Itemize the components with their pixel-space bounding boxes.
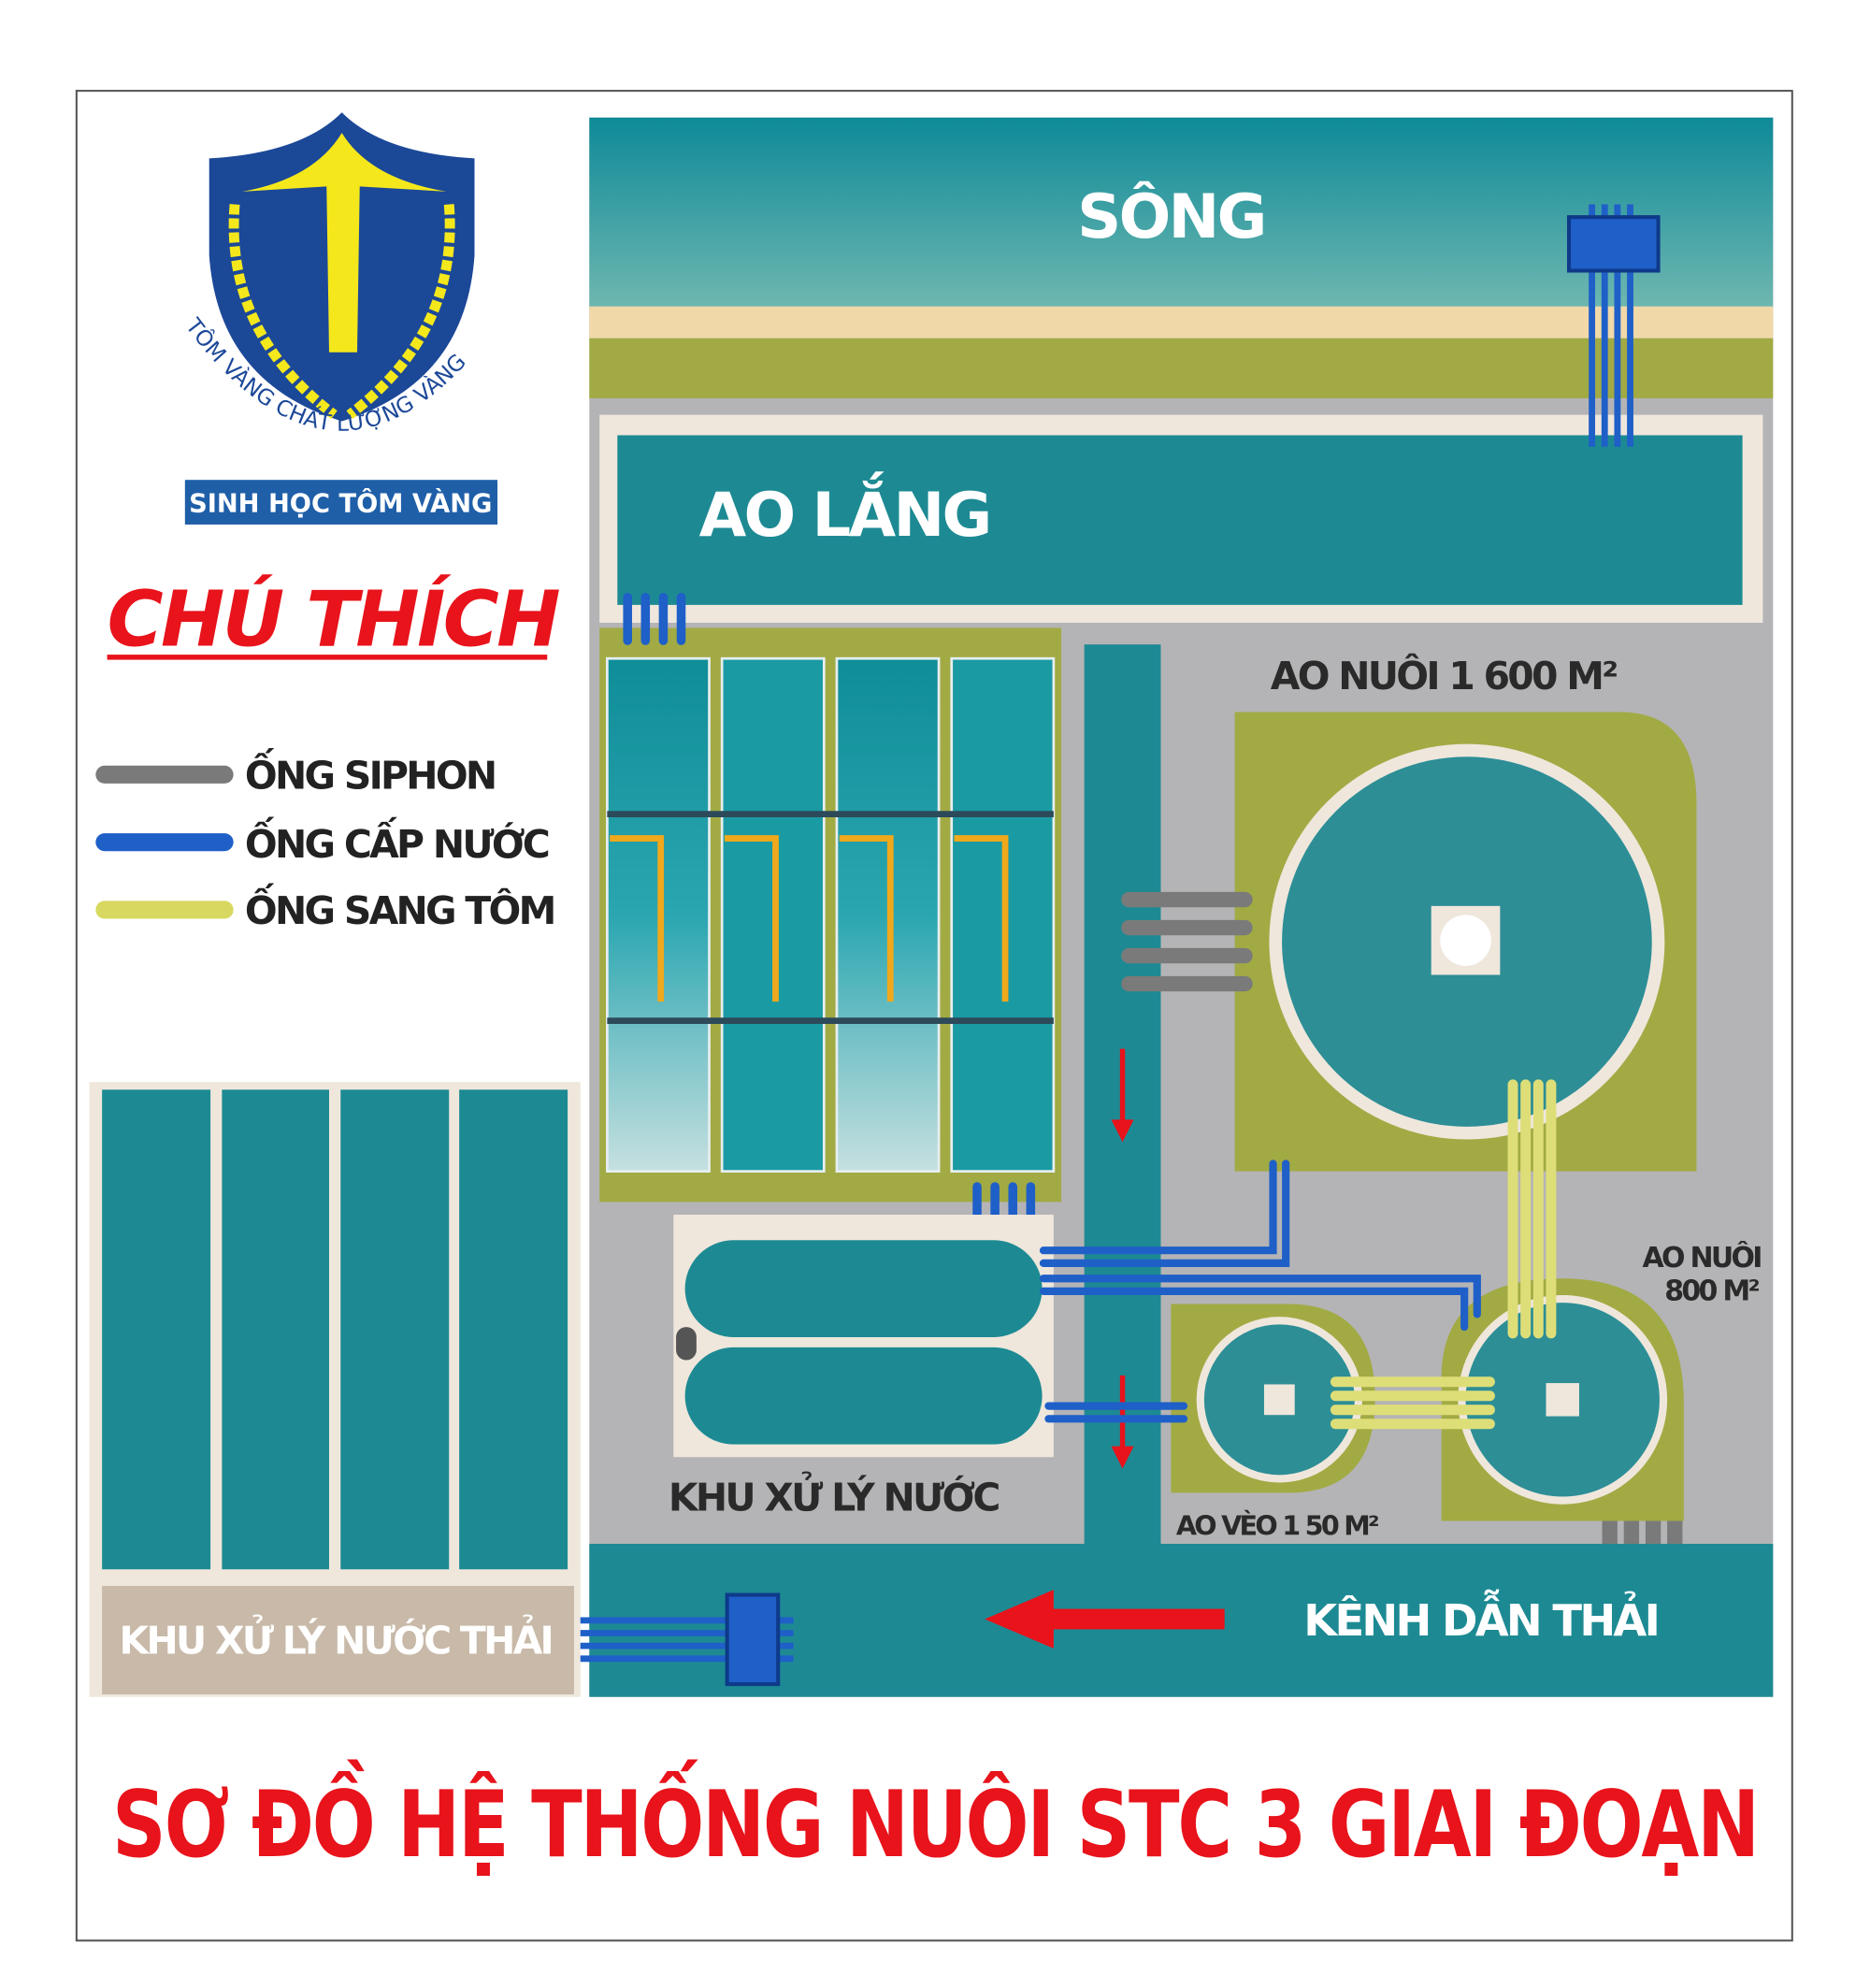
settling-pond-label: AO LẮNG (699, 470, 990, 551)
legend-title: CHÚ THÍCH (108, 574, 560, 665)
drain-channel-label: KÊNH DẪN THẢI (1303, 1589, 1658, 1646)
nursery-label: AO VÈO 1 50 M² (1176, 1509, 1378, 1541)
flow-arrow-icon (985, 1590, 1225, 1649)
supply-pipes (1039, 1160, 1481, 1423)
transfer-pipes (1330, 1079, 1557, 1430)
legend-siphon: ỐNG SIPHON (95, 747, 497, 798)
frame (75, 90, 1793, 1942)
legend-title-underline (107, 655, 548, 660)
logo-banner: SINH HỌC TÔM VÀNG (189, 488, 492, 518)
svg-text:ỐNG SIPHON: ỐNG SIPHON (245, 747, 495, 798)
treatment-tank (684, 1240, 1043, 1337)
water-treatment-label: KHU XỬ LÝ NƯỚC (669, 1471, 1000, 1520)
pond-large-label: AO NUÔI 1 600 M² (1271, 654, 1617, 699)
biofloc-tanks (606, 656, 1056, 1173)
settling-pond (617, 435, 1743, 605)
legend-supply: ỐNG CẤP NƯỚC (95, 816, 552, 867)
discharge-pump (725, 1592, 781, 1687)
svg-text:ỐNG CẤP NƯỚC: ỐNG CẤP NƯỚC (245, 816, 549, 867)
logo: TÔM VÀNG CHẤT LƯỢNG VÀNG SINH HỌC TÔM VÀ… (180, 112, 498, 525)
legend-transfer: ỐNG SANG TÔM (95, 883, 556, 933)
pond-medium-label-2: 800 M² (1664, 1275, 1759, 1307)
wastewater-label: KHU XỬ LÝ NƯỚC THẢI (120, 1613, 552, 1663)
river (589, 117, 1774, 310)
river-label: SÔNG (1077, 180, 1264, 252)
wastewater-ponds (102, 1089, 568, 1570)
flow-arrow-icon (1111, 1048, 1134, 1469)
intake-pump (1566, 215, 1661, 273)
pond-medium-label-1: AO NUÔI (1642, 1240, 1761, 1275)
svg-text:ỐNG SANG TÔM: ỐNG SANG TÔM (245, 883, 554, 933)
diagram-title: SƠ ĐỒ HỆ THỐNG NUÔI STC 3 GIAI ĐOẠN (112, 1759, 1758, 1879)
treatment-tank (684, 1347, 1043, 1445)
